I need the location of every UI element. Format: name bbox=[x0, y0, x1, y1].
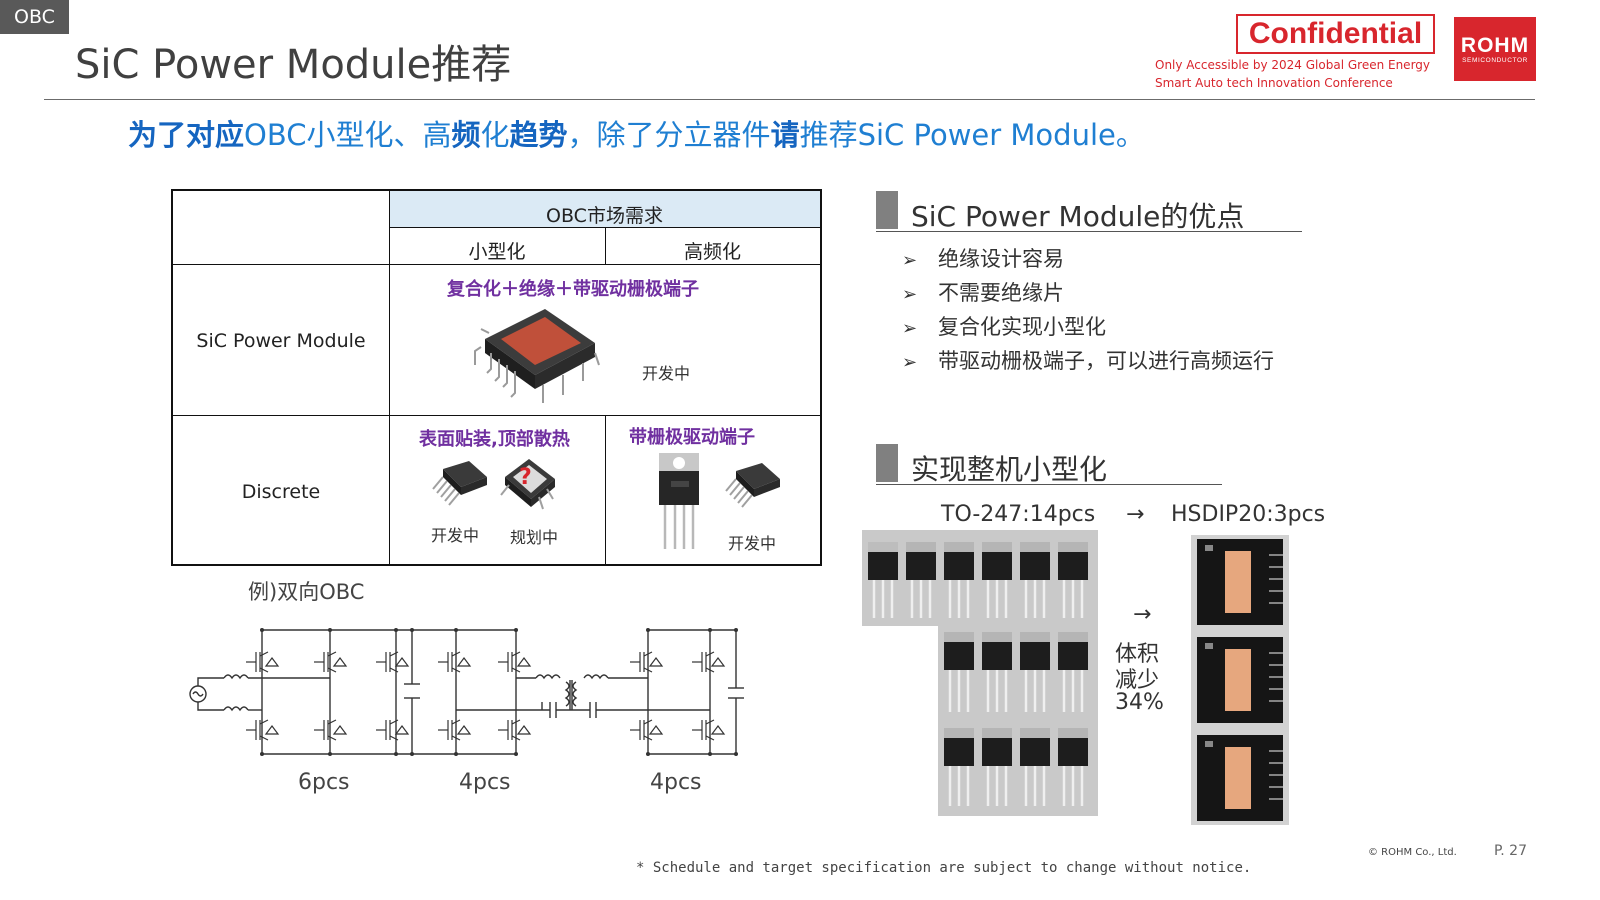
headline-p2: 对应 bbox=[186, 118, 245, 152]
photo-arrow: → bbox=[1133, 602, 1152, 627]
advantage-item: ➢ 不需要绝缘片 bbox=[902, 277, 1064, 307]
table-vline-3 bbox=[605, 415, 606, 564]
from-package-count: TO-247:14pcs bbox=[941, 502, 1096, 527]
table-header-fill bbox=[389, 191, 820, 227]
advantage-text: 复合化实现小型化 bbox=[938, 315, 1106, 339]
table-hline-2 bbox=[173, 264, 820, 265]
table-hline-1 bbox=[389, 227, 820, 228]
table-col-highfreq: 高频化 bbox=[683, 241, 741, 263]
stage3-count: 4pcs bbox=[650, 770, 702, 795]
compare-arrow: → bbox=[1126, 502, 1145, 527]
table-col-downsizing: 小型化 bbox=[468, 241, 526, 263]
advantage-item: ➢ 带驱动栅极端子，可以进行高频运行 bbox=[902, 345, 1274, 375]
module-feature-text: 复合化＋绝缘＋带驱动栅极端子 bbox=[447, 279, 699, 300]
headline-p8: 请 bbox=[770, 118, 800, 152]
stage1-count: 6pcs bbox=[298, 770, 350, 795]
downsizing-title: 实现整机小型化 bbox=[911, 453, 1108, 486]
page-number: P. 27 bbox=[1494, 843, 1527, 859]
to-package-count: HSDIP20:3pcs bbox=[1171, 502, 1326, 527]
confidential-note-line2: Smart Auto tech Innovation Conference bbox=[1155, 76, 1393, 90]
advantage-text: 绝缘设计容易 bbox=[938, 247, 1064, 271]
rohm-logo: ROHM SEMICONDUCTOR bbox=[1454, 17, 1536, 81]
advantage-text: 不需要绝缘片 bbox=[938, 281, 1064, 305]
headline-p7: ，除了分立器件 bbox=[567, 118, 771, 152]
smd-status: 开发中 bbox=[431, 526, 480, 545]
table-vline-2 bbox=[605, 227, 606, 264]
arrow-bullet-icon: ➢ bbox=[902, 318, 918, 339]
stage2-count: 4pcs bbox=[459, 770, 511, 795]
smd-package-image bbox=[432, 461, 487, 506]
footer-note: * Schedule and target specification are … bbox=[636, 860, 1252, 876]
question-mark: ? bbox=[519, 465, 532, 490]
row-label-sic-module: SiC Power Module bbox=[196, 330, 366, 352]
obc-circuit-diagram bbox=[189, 628, 744, 756]
downsizing-underline bbox=[876, 484, 1222, 485]
discrete-feature-left: 表面贴装,顶部散热 bbox=[419, 429, 570, 450]
advantage-text: 带驱动栅极端子，可以进行高频运行 bbox=[938, 349, 1274, 373]
advantage-item: ➢ 复合化实现小型化 bbox=[902, 311, 1106, 341]
advantages-bar bbox=[876, 191, 898, 229]
to247-photo bbox=[862, 530, 1098, 816]
table-hline-3 bbox=[173, 415, 820, 416]
table-vline-1 bbox=[389, 191, 390, 564]
arrow-bullet-icon: ➢ bbox=[902, 352, 918, 373]
section-tag: OBC bbox=[0, 0, 69, 34]
headline: 为了对应OBC小型化、高频化趋势，除了分立器件请推荐SiC Power Modu… bbox=[128, 112, 1145, 154]
headline-p6: 趋势 bbox=[509, 118, 568, 152]
headline-p1: 为了 bbox=[128, 118, 187, 152]
planned-package-image bbox=[500, 459, 555, 510]
comparison-table: OBC市场需求 小型化 高频化 SiC Power Module Discret… bbox=[171, 189, 822, 566]
sic-module-image bbox=[474, 309, 600, 403]
advantages-title: SiC Power Module的优点 bbox=[911, 200, 1245, 233]
confidential-badge: Confidential bbox=[1236, 14, 1435, 54]
downsizing-bar bbox=[876, 444, 898, 482]
circuit-caption: 例)双向OBC bbox=[248, 580, 365, 604]
module-status: 开发中 bbox=[642, 364, 691, 383]
row-label-discrete: Discrete bbox=[241, 481, 321, 503]
logo-name: ROHM bbox=[1460, 34, 1530, 57]
slide-title: SiC Power Module推荐 bbox=[75, 42, 512, 88]
table-group-header: OBC市场需求 bbox=[546, 205, 663, 227]
to247-package-image bbox=[659, 453, 699, 549]
volume-reduction-line1: 体积 bbox=[1115, 642, 1160, 667]
smd-package-image-2 bbox=[725, 463, 780, 508]
headline-p5: 化 bbox=[480, 118, 510, 152]
arrow-bullet-icon: ➢ bbox=[902, 284, 918, 305]
volume-reduction-line3: 34% bbox=[1115, 690, 1164, 715]
headline-p3: OBC小型化、高 bbox=[244, 118, 452, 152]
discrete-feature-right: 带栅极驱动端子 bbox=[629, 427, 755, 448]
smd2-status: 开发中 bbox=[728, 534, 777, 553]
advantage-item: ➢ 绝缘设计容易 bbox=[902, 243, 1064, 273]
advantages-underline bbox=[876, 231, 1302, 232]
confidential-note-line1: Only Accessible by 2024 Global Green Ene… bbox=[1155, 58, 1431, 72]
copyright: © ROHM Co., Ltd. bbox=[1368, 847, 1457, 858]
hsdip20-photo bbox=[1191, 535, 1289, 825]
arrow-bullet-icon: ➢ bbox=[902, 250, 918, 271]
planned-status: 规划中 bbox=[510, 528, 559, 547]
headline-p9: 推荐SiC Power Module。 bbox=[799, 118, 1145, 152]
headline-p4: 频 bbox=[451, 118, 481, 152]
logo-sub: SEMICONDUCTOR bbox=[1462, 57, 1528, 64]
volume-reduction-line2: 减少 bbox=[1115, 668, 1160, 693]
title-divider bbox=[44, 99, 1535, 100]
